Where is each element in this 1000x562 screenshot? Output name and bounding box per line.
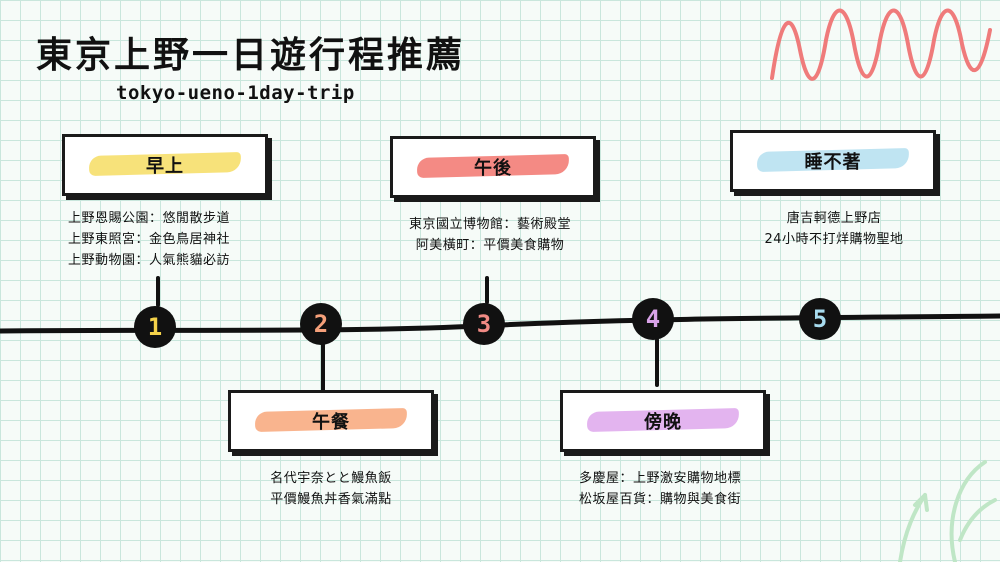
page-subtitle: tokyo-ueno-1day-trip [116,82,355,104]
leaf-decoration [898,460,997,562]
stop-5-number: 5 [812,305,828,333]
stop-5-line-1: 唐吉軻德上野店 [786,211,882,226]
stop-2-box: 午餐 [228,390,434,452]
page-title: 東京上野一日遊行程推薦 [36,35,466,76]
stop-2-description: 名代宇奈とと鰻魚飯 平價鰻魚丼香氣滿點 [228,468,434,510]
stop-5-label: 睡不著 [804,152,862,173]
stop-2-line-2: 平價鰻魚丼香氣滿點 [270,492,392,507]
stop-3-description: 東京國立博物館：藝術殿堂 阿美橫町：平價美食購物 [380,214,600,256]
stop-3-number: 3 [476,310,492,338]
stop-4-box: 傍晚 [560,390,766,452]
stop-3-box: 午後 [390,136,596,198]
stop-1-node: 1 [134,306,176,348]
stop-3-node: 3 [463,303,505,345]
stop-2-line-1: 名代宇奈とと鰻魚飯 [270,471,392,486]
stop-5-box: 睡不著 [730,130,936,192]
stop-3-label: 午後 [474,158,512,179]
stop-2-number: 2 [313,310,329,338]
zigzag-decoration [770,8,992,81]
stop-2-node: 2 [300,303,342,345]
stop-2-label: 午餐 [312,412,350,433]
stop-1-number: 1 [147,313,163,341]
stop-4-node: 4 [632,298,674,340]
stop-3-line-1: 東京國立博物館：藝術殿堂 [408,217,571,232]
stop-1-label: 早上 [146,156,184,177]
stop-4-line-1: 多慶屋：上野激安購物地標 [578,471,741,486]
stop-4-label: 傍晚 [644,412,682,433]
stop-4-line-2: 松坂屋百貨：購物與美食街 [578,492,741,507]
stop-5-line-2: 24小時不打烊購物聖地 [764,232,904,247]
stop-1-box: 早上 [62,134,268,196]
stop-1-line-3: 上野動物園：人氣熊貓必訪 [68,253,231,268]
stop-4-number: 4 [645,305,661,333]
stop-1-description: 上野恩賜公園：悠閒散步道 上野東照宮：金色鳥居神社 上野動物園：人氣熊貓必訪 [68,208,230,271]
stop-5-node: 5 [799,298,841,340]
stop-1-line-2: 上野東照宮：金色鳥居神社 [68,232,231,247]
stop-5-description: 唐吉軻德上野店 24小時不打烊購物聖地 [728,208,940,250]
stop-3-line-2: 阿美橫町：平價美食購物 [415,238,565,253]
stop-4-description: 多慶屋：上野激安購物地標 松坂屋百貨：購物與美食街 [552,468,768,510]
stop-1-line-1: 上野恩賜公園：悠閒散步道 [68,211,231,226]
